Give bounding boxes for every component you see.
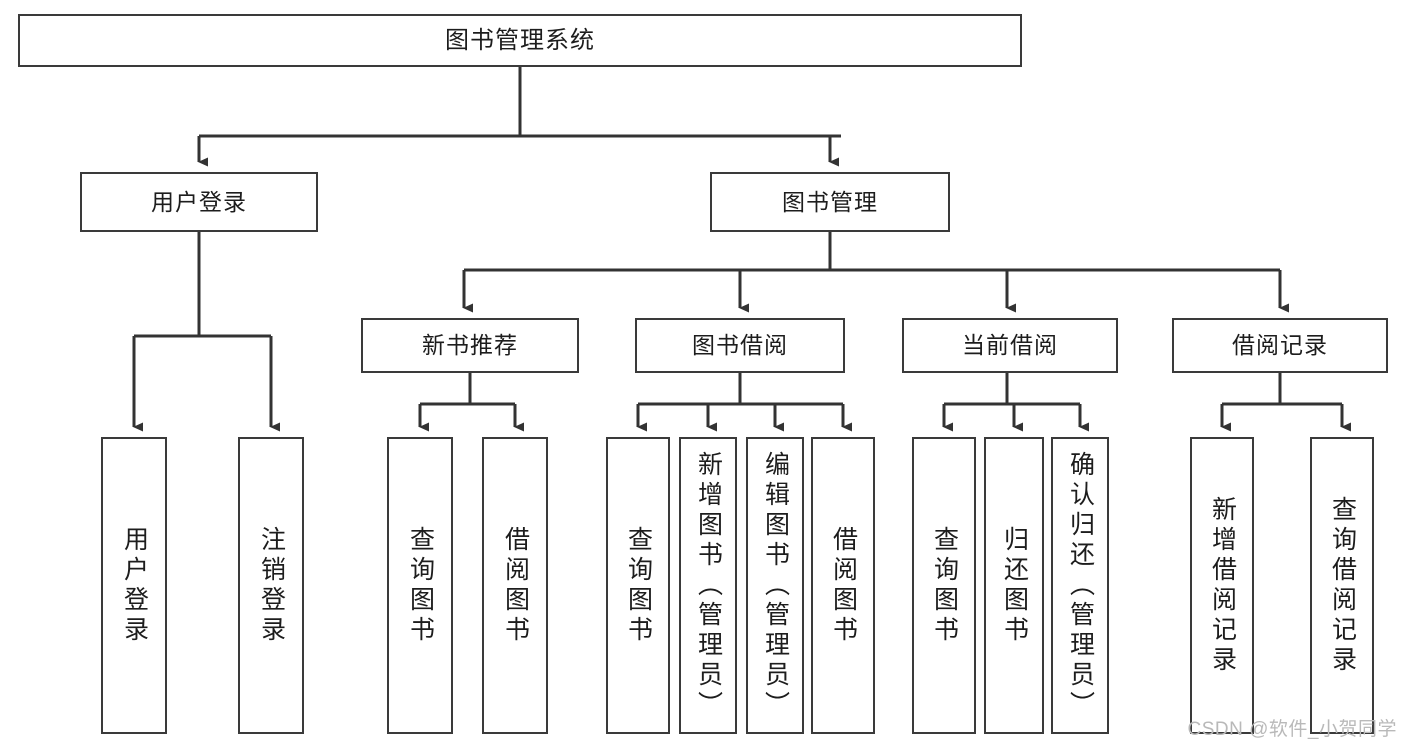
leaf-confirm-return-admin[interactable]: 确认归还（管理员）: [1051, 437, 1109, 734]
node-label: 图书借阅: [692, 332, 788, 359]
leaf-add-borrow-record[interactable]: 新增借阅记录: [1190, 437, 1254, 734]
node-label: 注销登录: [257, 525, 286, 646]
node-label: 查询图书: [406, 525, 435, 646]
leaf-add-book-admin[interactable]: 新增图书（管理员）: [679, 437, 737, 734]
leaf-query-borrow-record[interactable]: 查询借阅记录: [1310, 437, 1374, 734]
leaf-logout[interactable]: 注销登录: [238, 437, 304, 734]
leaf-edit-book-admin[interactable]: 编辑图书（管理员）: [746, 437, 804, 734]
node-label: 归还图书: [1000, 525, 1029, 646]
node-user-login[interactable]: 用户登录: [80, 172, 318, 232]
node-label: 确认归还（管理员）: [1066, 450, 1095, 721]
leaf-query-books-current[interactable]: 查询图书: [912, 437, 976, 734]
leaf-query-books-borrow[interactable]: 查询图书: [606, 437, 670, 734]
leaf-borrow-book[interactable]: 借阅图书: [811, 437, 875, 734]
node-label: 新增借阅记录: [1208, 495, 1237, 676]
node-label: 借阅图书: [829, 525, 858, 646]
node-book-management[interactable]: 图书管理: [710, 172, 950, 232]
node-new-book-recommendation[interactable]: 新书推荐: [361, 318, 579, 373]
node-label: 查询借阅记录: [1328, 495, 1357, 676]
leaf-borrow-books-new[interactable]: 借阅图书: [482, 437, 548, 734]
node-label: 图书管理: [782, 188, 878, 215]
node-label: 借阅图书: [501, 525, 530, 646]
node-book-borrowing[interactable]: 图书借阅: [635, 318, 845, 373]
leaf-user-login[interactable]: 用户登录: [101, 437, 167, 734]
node-label: 用户登录: [120, 525, 149, 646]
node-label: 新增图书（管理员）: [694, 450, 723, 721]
node-label: 查询图书: [624, 525, 653, 646]
node-label: 图书管理系统: [445, 26, 595, 54]
node-label: 用户登录: [151, 188, 247, 215]
node-borrow-records[interactable]: 借阅记录: [1172, 318, 1388, 373]
node-root-system[interactable]: 图书管理系统: [18, 14, 1022, 67]
node-label: 查询图书: [930, 525, 959, 646]
leaf-return-book[interactable]: 归还图书: [984, 437, 1044, 734]
leaf-query-books-new[interactable]: 查询图书: [387, 437, 453, 734]
node-label: 新书推荐: [422, 332, 518, 359]
node-label: 编辑图书（管理员）: [761, 450, 790, 721]
watermark-text: CSDN @软件_小贺同学: [1187, 719, 1397, 740]
node-label: 借阅记录: [1232, 332, 1328, 359]
node-label: 当前借阅: [962, 332, 1058, 359]
node-current-borrowing[interactable]: 当前借阅: [902, 318, 1118, 373]
